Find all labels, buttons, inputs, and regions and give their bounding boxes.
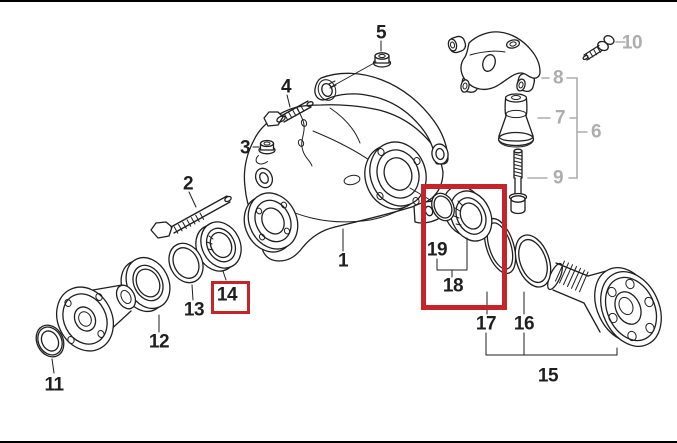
callout-leader-lines	[51, 40, 618, 374]
bottom-border-line	[0, 441, 677, 443]
part-1-differential-housing	[243, 72, 449, 262]
part-4-bolt	[263, 100, 314, 127]
part-19-o-ring	[431, 192, 455, 222]
part-3-nut	[255, 139, 276, 165]
part-14-bearing-ring	[195, 221, 242, 272]
top-border-line	[0, 0, 677, 2]
part-5-nut	[372, 52, 392, 68]
part-16-shim-ring	[514, 234, 552, 288]
part-13-ring	[168, 242, 204, 284]
part-3-washer	[255, 155, 268, 165]
part-11-seal	[35, 324, 65, 358]
part-10-bolt	[582, 35, 615, 61]
part-7-rubber-bushing	[497, 93, 535, 148]
part-12-drive-flange	[56, 256, 171, 352]
part-8-mount-bracket	[447, 31, 541, 93]
assembly-group-lines	[527, 41, 626, 179]
part-15-output-flange	[547, 260, 662, 347]
part-2-bolt	[150, 195, 232, 239]
part-9-bolt	[508, 148, 528, 215]
